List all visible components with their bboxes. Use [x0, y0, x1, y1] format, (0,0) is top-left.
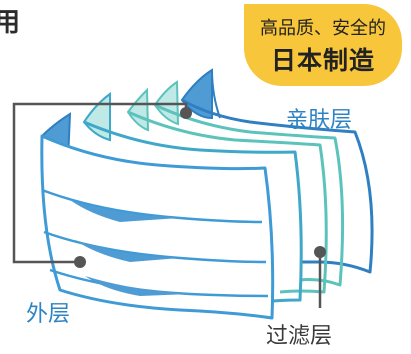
- badge-line-quality: 高品质、安全的: [260, 18, 386, 39]
- quality-badge: 高品质、安全的 日本制造: [244, 4, 402, 86]
- outer-layer: [40, 112, 275, 320]
- partial-heading: 用: [0, 8, 21, 38]
- label-filter-layer: 过滤层: [266, 324, 333, 349]
- leader-dots: [74, 107, 326, 268]
- label-outer-layer: 外层: [26, 302, 71, 327]
- leader-lines: [12, 102, 322, 308]
- inner-skin-layer: [180, 68, 374, 274]
- label-inner-layer: 亲肤层: [286, 108, 353, 133]
- badge-line-made-in-japan: 日本制造: [270, 46, 375, 75]
